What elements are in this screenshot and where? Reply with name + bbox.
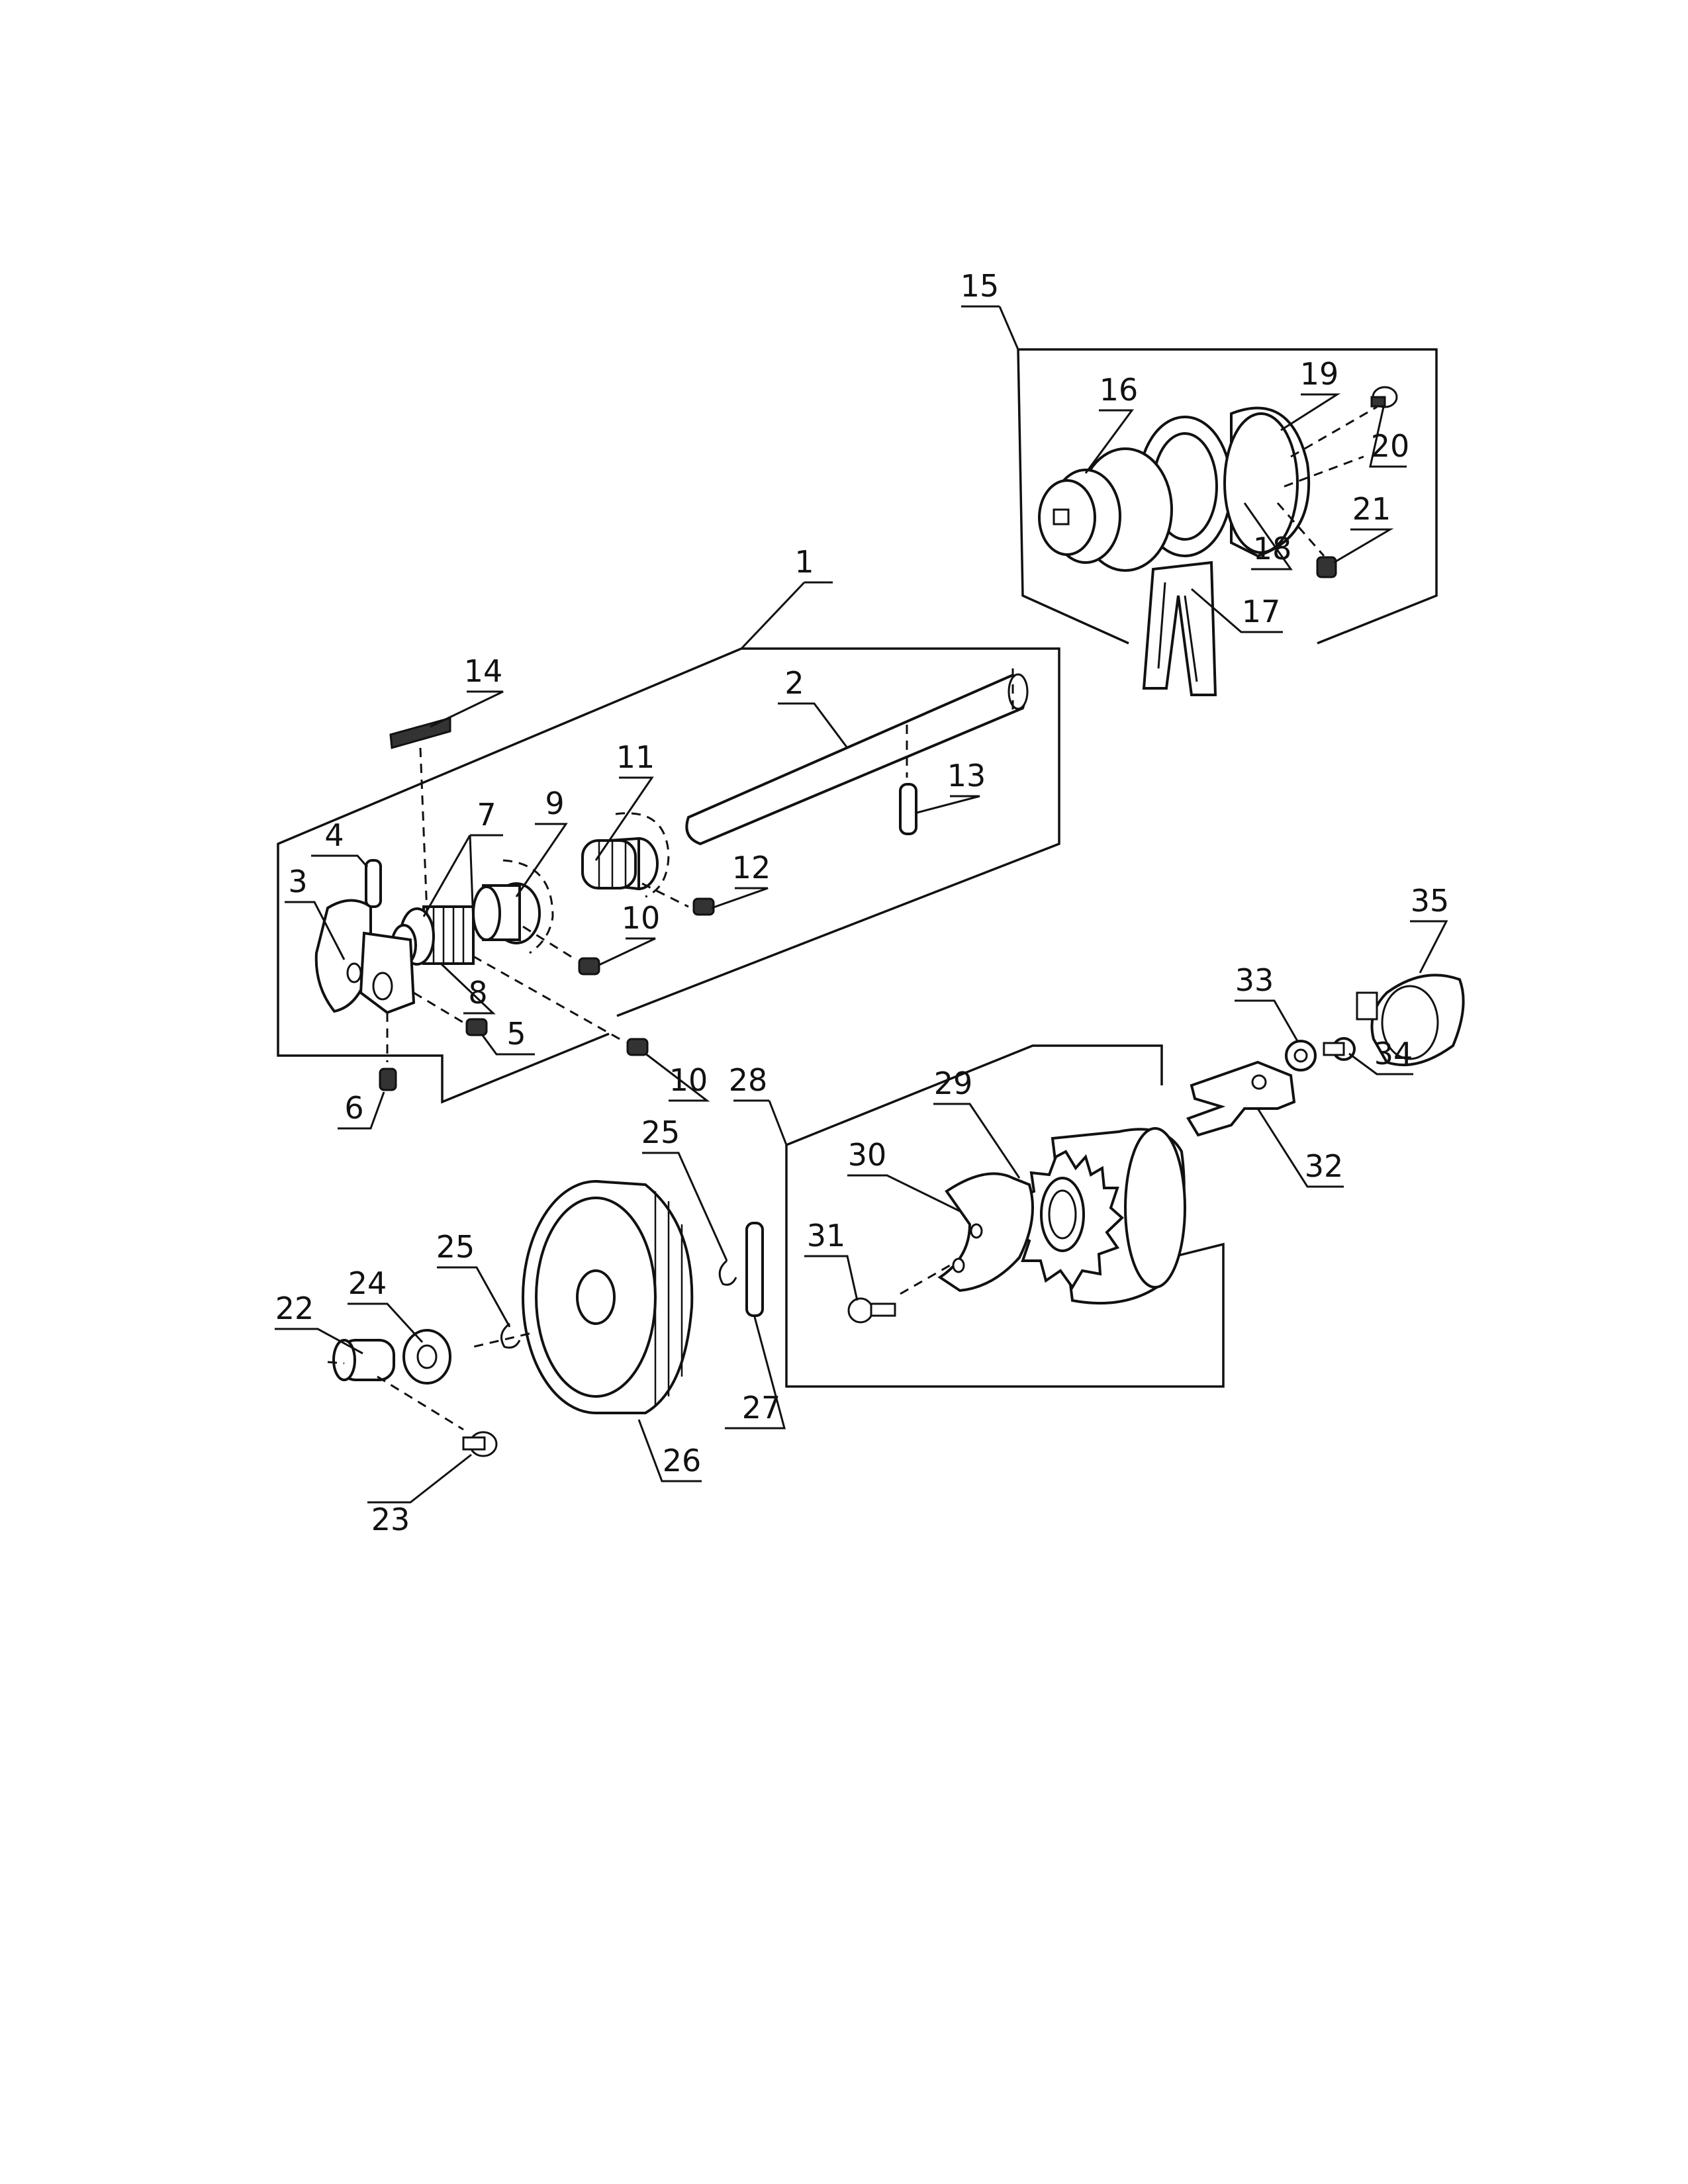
callout-labels: 1 2 3 4 5 6 7 8 9 10 10 11 12 13 14 15 1…: [275, 268, 1450, 1537]
group-1-frame: [277, 581, 1060, 1104]
callout-16: 16: [1100, 372, 1139, 408]
callout-30: 30: [848, 1137, 887, 1173]
group-28-frame: [733, 1044, 1225, 1388]
callout-4: 4: [324, 817, 344, 853]
callout-10b: 10: [669, 1062, 708, 1098]
callout-14: 14: [464, 653, 503, 689]
callout-10a: 10: [622, 900, 661, 936]
callout-2: 2: [784, 665, 804, 701]
callout-9: 9: [545, 786, 564, 821]
callout-33: 33: [1235, 962, 1274, 998]
callout-19: 19: [1300, 356, 1339, 392]
callout-22: 22: [275, 1291, 314, 1326]
callout-21: 21: [1352, 491, 1391, 527]
callout-leaders: [275, 393, 1448, 1504]
group-15-frame: [961, 305, 1438, 645]
parts-22-27: [327, 1180, 764, 1457]
callout-25b: 25: [436, 1229, 475, 1265]
callout-32: 32: [1305, 1148, 1344, 1184]
callout-25a: 25: [641, 1115, 680, 1150]
callout-17: 17: [1242, 594, 1281, 629]
group-1-parts: [314, 668, 1029, 1091]
callout-1: 1: [794, 544, 814, 580]
callout-12: 12: [732, 850, 771, 886]
callout-11: 11: [616, 739, 655, 775]
callout-31: 31: [807, 1218, 846, 1253]
callout-23: 23: [371, 1502, 410, 1537]
callout-27: 27: [742, 1390, 781, 1426]
callout-20: 20: [1371, 428, 1410, 464]
callout-6: 6: [344, 1090, 363, 1126]
callout-34: 34: [1374, 1036, 1413, 1071]
group-28-parts: [847, 1127, 1186, 1324]
callout-18: 18: [1253, 531, 1292, 567]
callout-28: 28: [729, 1062, 768, 1098]
callout-7: 7: [477, 797, 496, 833]
callout-26: 26: [663, 1443, 702, 1479]
callout-24: 24: [348, 1265, 387, 1301]
parts-32-35: [1186, 974, 1465, 1137]
callout-29: 29: [934, 1066, 973, 1101]
callout-15: 15: [961, 268, 1000, 304]
callout-13: 13: [947, 758, 986, 794]
callout-5: 5: [506, 1016, 526, 1052]
callout-3: 3: [288, 864, 307, 899]
callout-35: 35: [1411, 883, 1450, 919]
callout-8: 8: [468, 975, 487, 1011]
group-15-parts: [1038, 386, 1398, 696]
